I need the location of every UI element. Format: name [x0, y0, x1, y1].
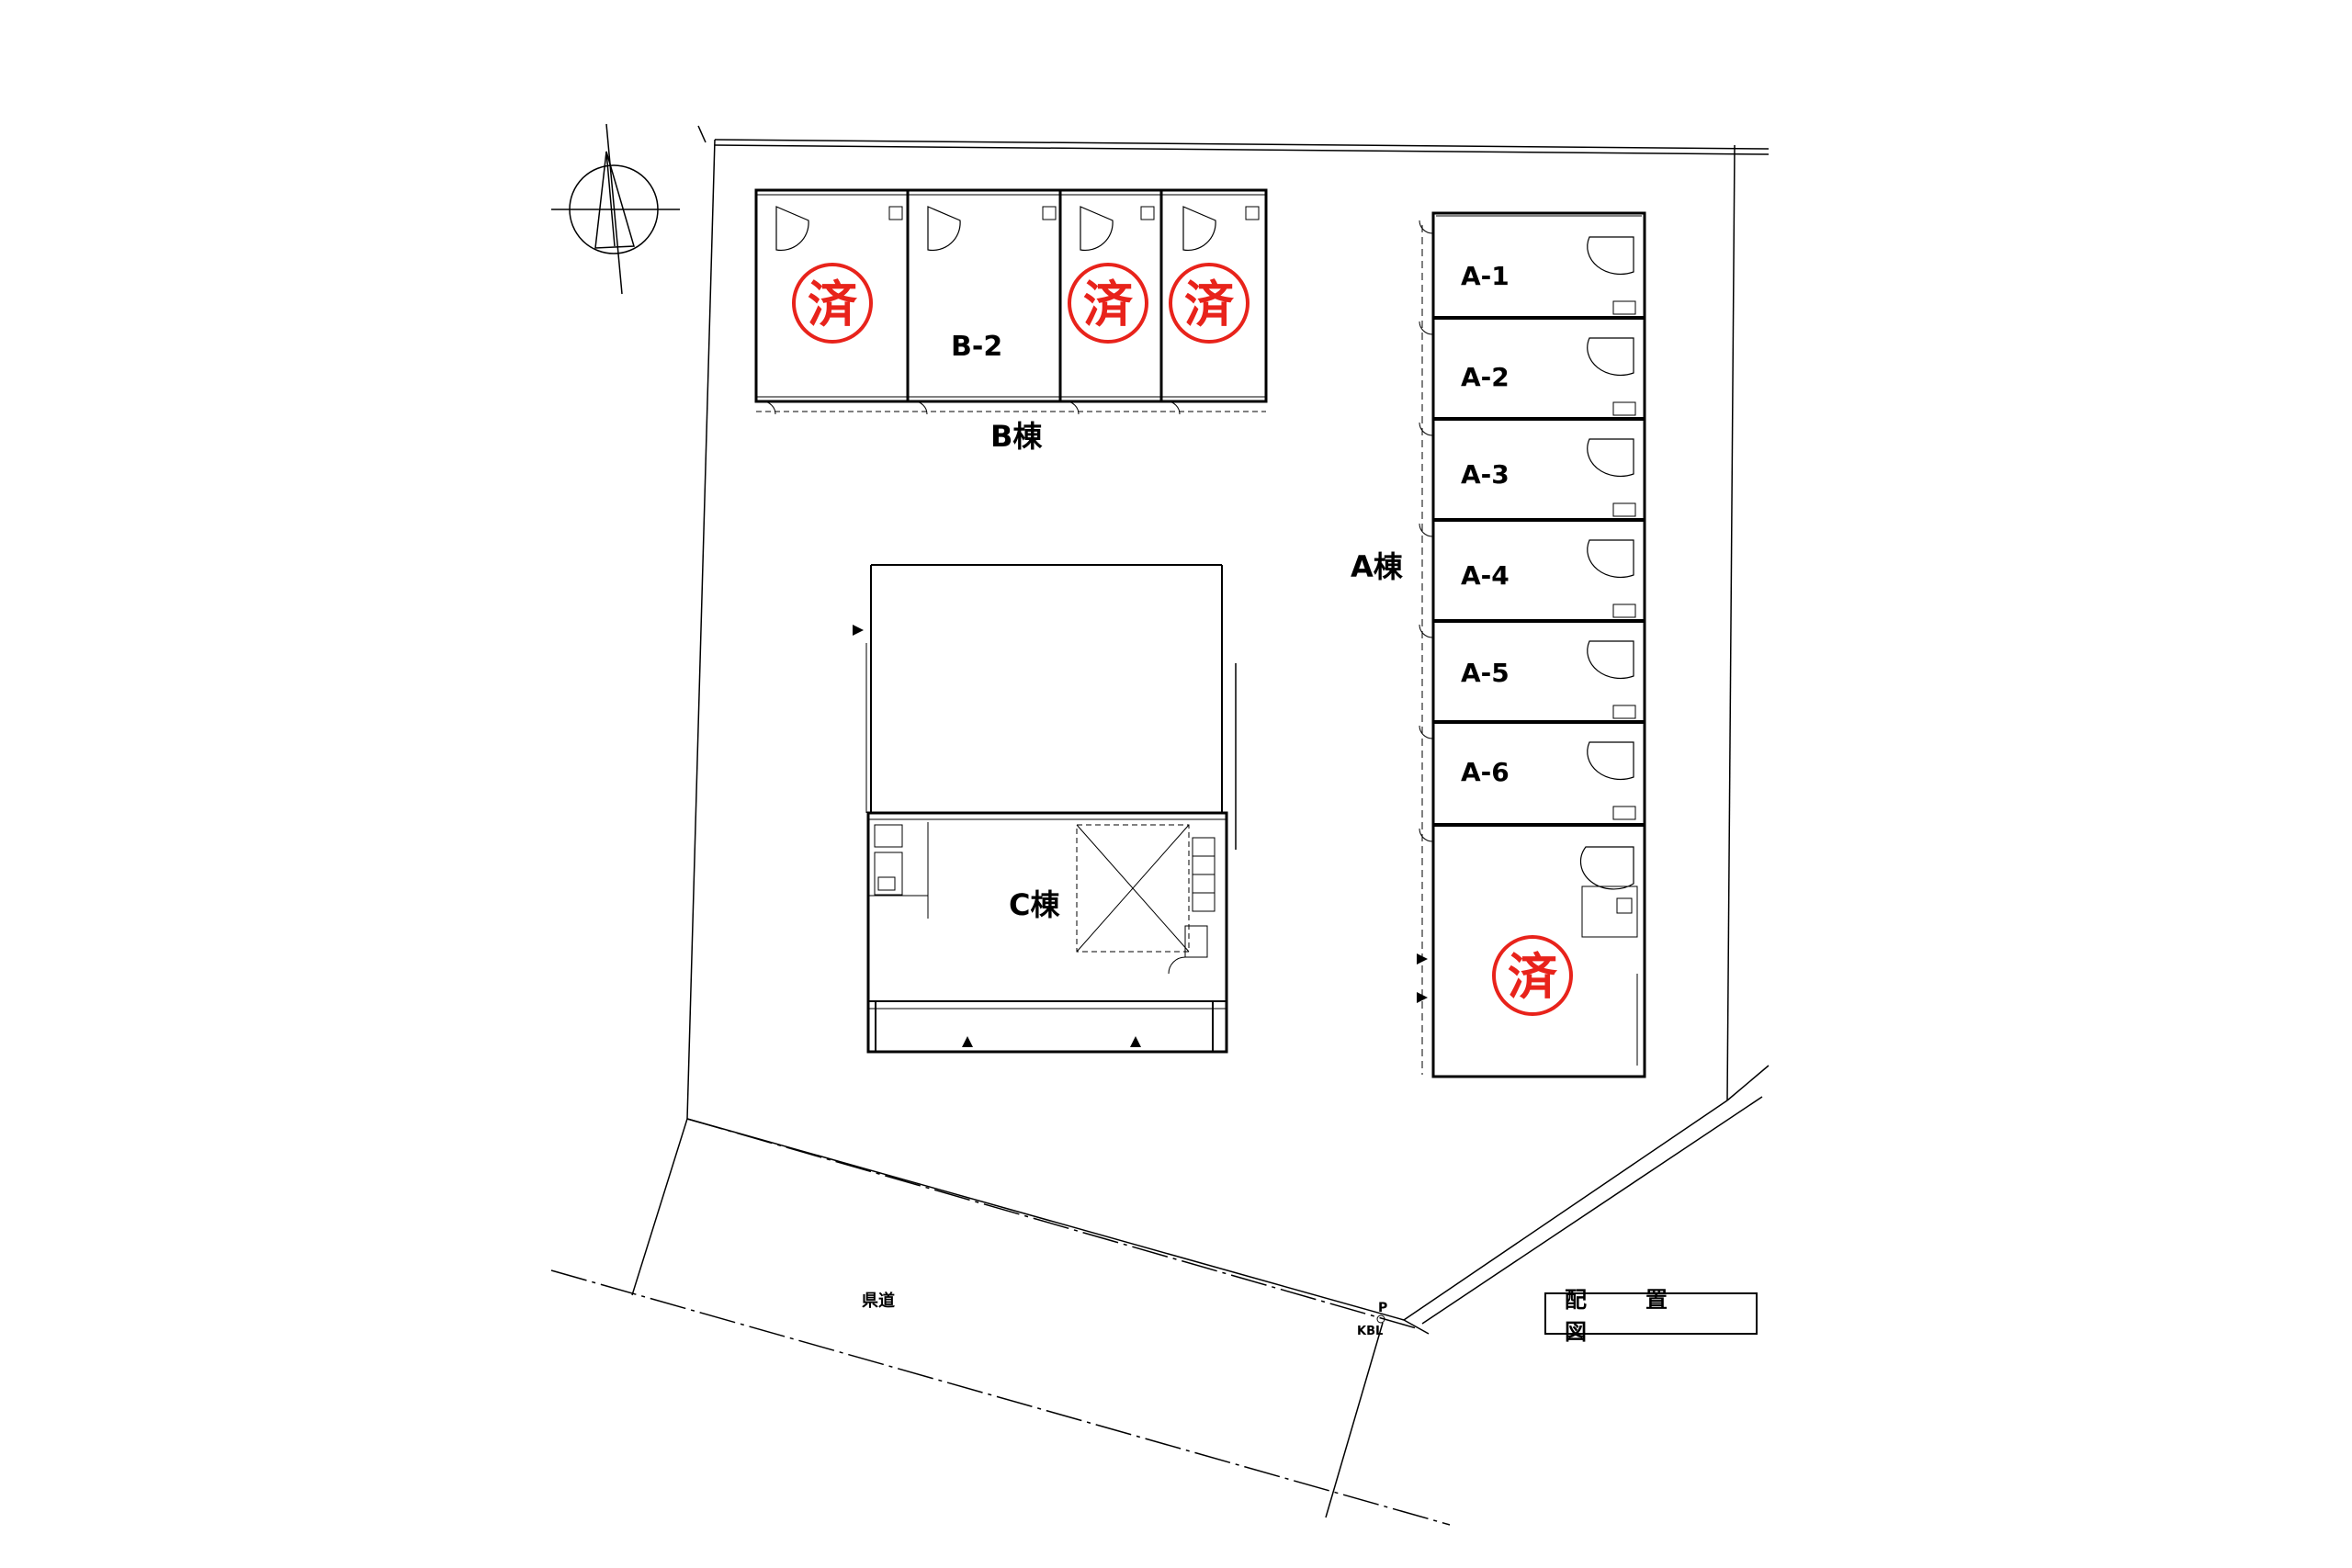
unit-label-a5: A-5 [1461, 658, 1510, 688]
north-arrow-icon [551, 123, 680, 295]
drawing-title-box: 配 置 図 [1544, 1287, 1758, 1345]
svg-text:済: 済 [1508, 947, 1558, 1006]
stamp-a7: 済 [1492, 935, 1573, 1016]
building-c-label: C棟 [1009, 887, 1060, 922]
stair-icon [1579, 236, 1634, 890]
unit-label-a1: A-1 [1461, 261, 1510, 291]
building-a [1417, 211, 1646, 1078]
unit-label-a2: A-2 [1461, 362, 1510, 392]
svg-text:済: 済 [1184, 275, 1235, 333]
door-icon [1419, 220, 1433, 842]
svg-text:済: 済 [1083, 275, 1134, 333]
svg-text:KBL: KBL [1357, 1325, 1383, 1338]
toilet-icon [1581, 300, 1638, 938]
building-a-label: A棟 [1351, 549, 1404, 584]
toilet-icon [868, 822, 929, 919]
entry-arrow-icon [853, 625, 1141, 1047]
survey-mark: P KBL [1357, 1301, 1387, 1338]
building-b-label: B棟 [990, 419, 1043, 454]
entry-arrow-icon [1417, 953, 1428, 1003]
toilet-icon [888, 206, 1260, 220]
unit-label-b2: B-2 [951, 331, 1002, 363]
unit-label-a6: A-6 [1461, 757, 1510, 787]
building-b [754, 188, 1268, 415]
svg-text:済: 済 [808, 275, 858, 333]
unit-label-a3: A-3 [1461, 459, 1510, 490]
building-c [853, 564, 1237, 1054]
stamp-b3: 済 [1068, 263, 1148, 344]
stamp-b1: 済 [792, 263, 873, 344]
road [550, 1096, 1763, 1526]
stair-icon [775, 206, 1216, 252]
stair-icon [1168, 837, 1216, 975]
road-label: 県道 [862, 1291, 895, 1311]
svg-text:P: P [1378, 1301, 1387, 1315]
unit-label-a4: A-4 [1461, 560, 1510, 591]
site-boundary [686, 125, 1770, 1321]
drawing-title: 配 置 図 [1565, 1287, 1726, 1345]
door-icon [762, 400, 1181, 415]
stamp-b4: 済 [1169, 263, 1250, 344]
